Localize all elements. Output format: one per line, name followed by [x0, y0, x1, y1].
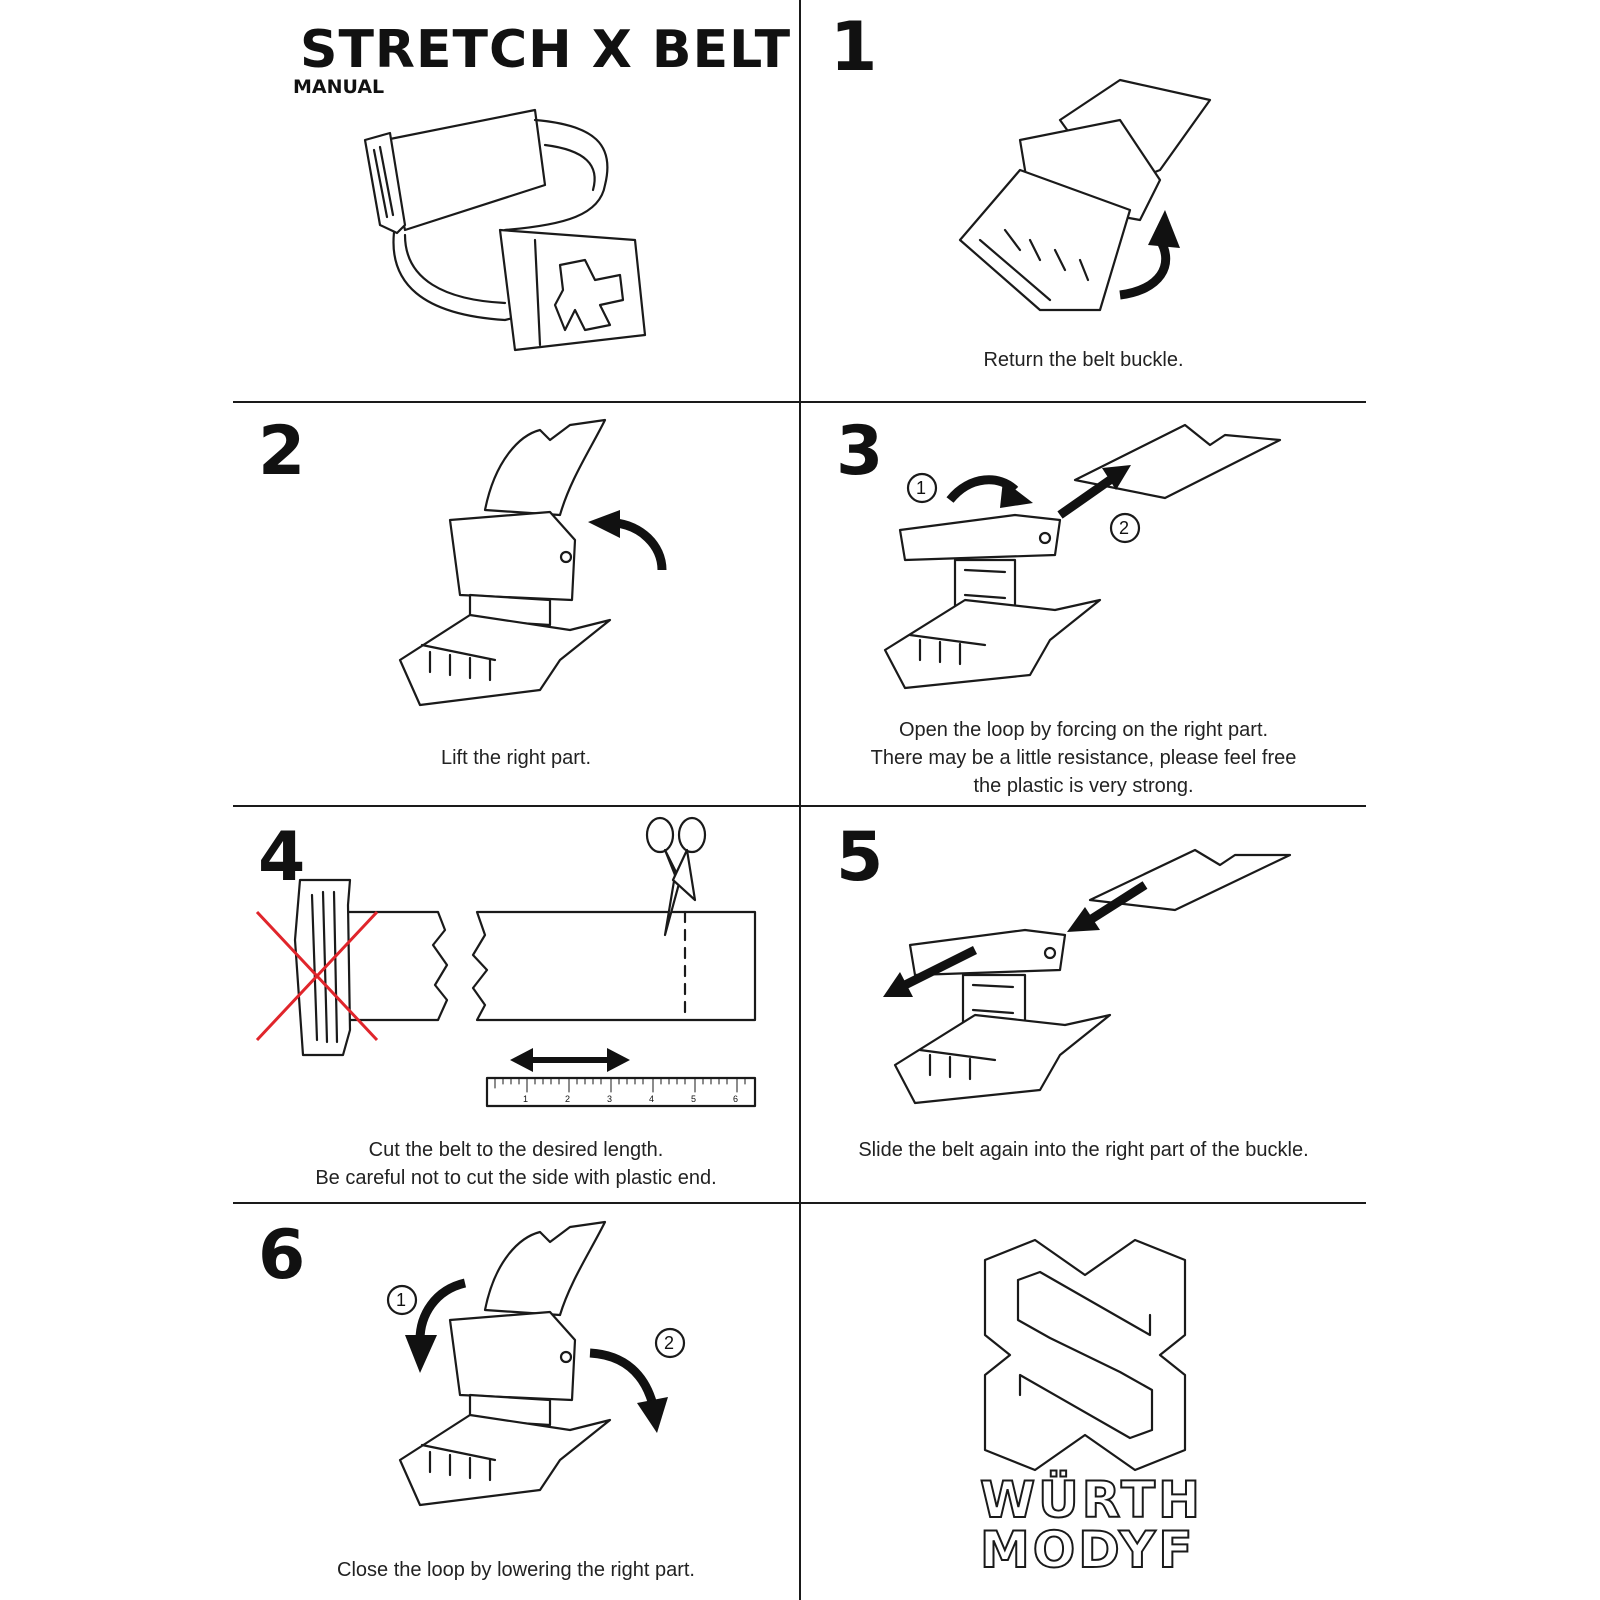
step-3-marker-1: 1 — [916, 478, 926, 498]
ruler-label-4: 4 — [649, 1094, 654, 1104]
ruler-label-1: 1 — [523, 1094, 528, 1104]
step-6-number: 6 — [258, 1216, 306, 1295]
brand-line-1: WÜRTH — [979, 1471, 1203, 1529]
ruler-label-6: 6 — [733, 1094, 738, 1104]
step-2-number: 2 — [258, 412, 306, 491]
step-6-marker-2: 2 — [664, 1333, 674, 1353]
step-1-buckle-illustration — [958, 78, 1212, 312]
step-6-buckle-illustration: 1 2 — [386, 1220, 686, 1507]
step-3-marker-2: 2 — [1119, 518, 1129, 538]
step-4-caption: Cut the belt to the desired length. Be c… — [315, 1139, 717, 1189]
vertical-divider — [799, 0, 801, 1600]
step-4-cut-illustration: 1 2 3 4 5 6 — [255, 816, 757, 1108]
step-3-caption: Open the loop by forcing on the right pa… — [870, 719, 1297, 797]
step-4-number: 4 — [258, 818, 306, 897]
step-2-buckle-illustration — [398, 418, 667, 707]
ruler-label-3: 3 — [607, 1094, 612, 1104]
row-divider-2 — [233, 805, 1366, 807]
step-5-number: 5 — [836, 818, 884, 897]
row-divider-1 — [233, 401, 1366, 403]
wurth-modyf-logo-mark — [983, 1238, 1187, 1472]
manual-title: STRETCH X BELT — [300, 20, 792, 80]
step-1-number: 1 — [830, 8, 878, 87]
step-5-caption: Slide the belt again into the right part… — [858, 1139, 1309, 1161]
step-2-caption: Lift the right part. — [440, 747, 592, 769]
step-1-caption: Return the belt buckle. — [983, 349, 1184, 371]
ruler-label-5: 5 — [691, 1094, 696, 1104]
manual-subtitle: MANUAL — [293, 76, 385, 98]
step-3-number: 3 — [836, 412, 884, 491]
ruler-label-2: 2 — [565, 1094, 570, 1104]
row-divider-3 — [233, 1202, 1366, 1204]
step-5-buckle-illustration — [883, 848, 1292, 1105]
belt-overview-illustration — [363, 108, 647, 352]
step-6-caption: Close the loop by lowering the right par… — [337, 1559, 695, 1581]
step-6-marker-1: 1 — [396, 1290, 406, 1310]
step-3-buckle-illustration: 1 2 — [883, 423, 1282, 690]
brand-line-2: MODYF — [979, 1521, 1196, 1579]
